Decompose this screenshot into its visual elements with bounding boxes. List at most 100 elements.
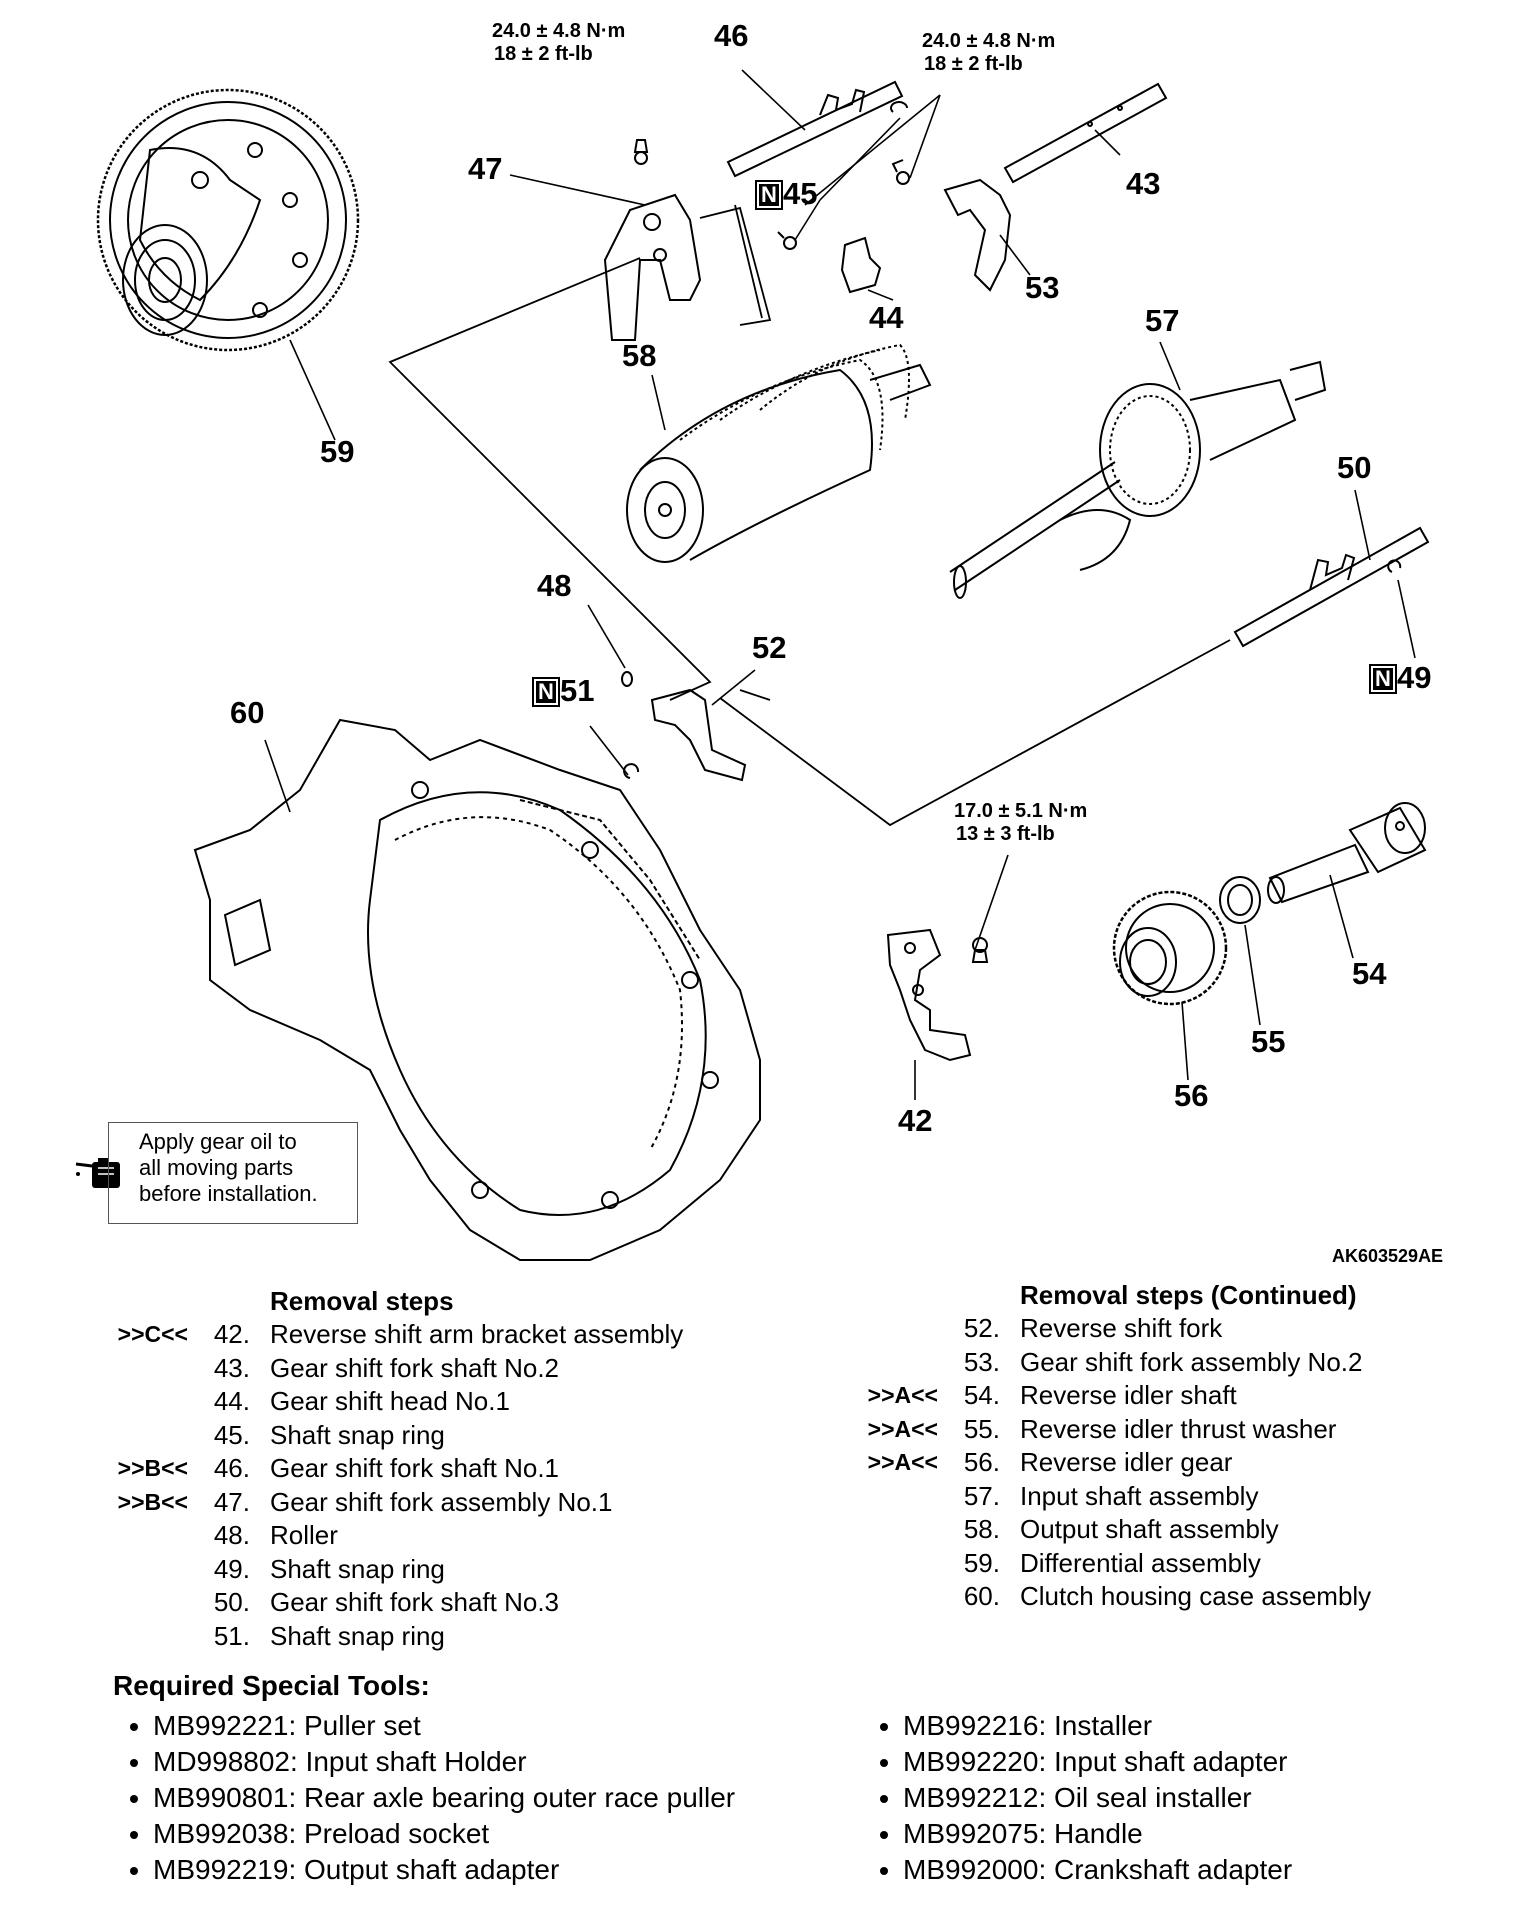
callout-42: 42 — [898, 1103, 933, 1138]
step-condition-mark: >>B<< — [117, 1455, 188, 1481]
step-number: 57. — [963, 1480, 1000, 1511]
removal-step-row: 43. Gear shift fork shaft No.2 — [100, 1352, 740, 1386]
removal-step-row: >>B<< 47. Gear shift fork assembly No.1 — [100, 1486, 740, 1520]
special-tool-item: MB992221 Puller set — [125, 1708, 735, 1744]
step-label: Reverse shift fork — [1020, 1313, 1223, 1343]
step-condition-mark: >>B<< — [117, 1488, 188, 1515]
reverse-shift-arm-bracket-part — [886, 928, 972, 1062]
tool-part-number: MD998802 — [153, 1746, 298, 1777]
step-number: 56. — [963, 1447, 1000, 1477]
step-number: 55. — [963, 1413, 1000, 1444]
special-tool-item: MB992038 Preload socket — [125, 1816, 735, 1852]
tool-name: Crankshaft adapter — [1054, 1854, 1293, 1885]
step-label: Roller — [270, 1520, 338, 1550]
special-tool-item: MB992212 Oil seal installer — [875, 1780, 1292, 1816]
special-tool-item: MD998802 Input shaft Holder — [125, 1744, 735, 1780]
step-condition-mark: >>A<< — [867, 1449, 938, 1475]
step-number: 45. — [213, 1419, 250, 1450]
step-label: Gear shift fork assembly No.1 — [270, 1486, 613, 1517]
tool-name: Input shaft Holder — [305, 1746, 527, 1777]
tool-name: Handle — [1054, 1818, 1143, 1849]
removal-step-row: >>C<<42.Reverse shift arm bracket assemb… — [100, 1318, 740, 1352]
gear-shift-fork-shaft-no3-part — [1233, 526, 1430, 648]
new-part-mark: N — [755, 180, 783, 210]
removal-step-row: 51.Shaft snap ring — [100, 1620, 740, 1654]
removal-step-row: 53.Gear shift fork assembly No.2 — [850, 1346, 1470, 1380]
step-number: 59. — [963, 1547, 1000, 1578]
step-label: Shaft snap ring — [270, 1553, 445, 1584]
step-label: Shaft snap ring — [270, 1419, 445, 1450]
tool-name: Oil seal installer — [1054, 1782, 1252, 1813]
tool-name: Output shaft adapter — [304, 1854, 560, 1885]
step-number: 58. — [963, 1514, 1000, 1544]
new-part-mark: N — [1369, 664, 1397, 694]
tool-name: Input shaft adapter — [1054, 1746, 1288, 1777]
removal-step-row: >>A<<54.Reverse idler shaft — [850, 1379, 1470, 1413]
removal-step-row: 59. Differential assembly — [850, 1547, 1470, 1581]
tool-part-number: MB992212 — [903, 1782, 1046, 1813]
step-label: Differential assembly — [1020, 1547, 1261, 1578]
removal-step-row: 44. Gear shift head No.1 — [100, 1385, 740, 1419]
step-label: Input shaft assembly — [1020, 1480, 1259, 1511]
snap-ring-51-part — [623, 763, 640, 779]
step-number: 49. — [213, 1553, 250, 1584]
step-label: Gear shift fork shaft No.1 — [270, 1453, 560, 1483]
tool-name: Installer — [1054, 1710, 1153, 1741]
step-label: Gear shift fork shaft No.2 — [270, 1352, 560, 1383]
removal-step-row: 60.Clutch housing case assembly — [850, 1580, 1470, 1614]
callout-50: 50 — [1337, 450, 1372, 485]
special-tool-item: MB992220 Input shaft adapter — [875, 1744, 1292, 1780]
tool-name: Puller set — [304, 1710, 421, 1741]
special-tool-item: MB992000 Crankshaft adapter — [875, 1852, 1292, 1888]
special-tool-item: MB992216 Installer — [875, 1708, 1292, 1744]
removal-step-row: 45. Shaft snap ring — [100, 1419, 740, 1453]
callout-43: 43 — [1126, 166, 1161, 201]
step-number: 44. — [213, 1386, 250, 1416]
step-label: Gear shift fork shaft No.3 — [270, 1587, 560, 1617]
step-number: 50. — [213, 1587, 250, 1617]
removal-steps-continued-title: Removal steps (Continued) — [1020, 1280, 1357, 1310]
removal-step-row: >>A<<56.Reverse idler gear — [850, 1446, 1470, 1480]
step-number: 53. — [963, 1346, 1000, 1377]
oil-can-icon — [75, 1158, 120, 1188]
tool-name: Rear axle bearing outer race puller — [304, 1782, 736, 1813]
step-number: 52. — [963, 1313, 1000, 1343]
step-label: Output shaft assembly — [1020, 1514, 1279, 1544]
callout-46: 46 — [714, 18, 749, 53]
output-shaft-assembly-part — [626, 343, 932, 563]
reverse-idler-shaft-part — [1267, 802, 1427, 904]
step-number: 54. — [963, 1380, 1000, 1410]
gear-shift-fork-shaft-no2-part — [1003, 82, 1168, 184]
tool-part-number: MB992220 — [903, 1746, 1046, 1777]
removal-step-row: >>B<<46.Gear shift fork shaft No.1 — [100, 1452, 740, 1486]
gear-shift-fork-no1-part — [603, 193, 702, 341]
step-condition-mark: >>C<< — [117, 1321, 188, 1347]
tool-part-number: MB992219 — [153, 1854, 296, 1885]
clutch-housing-case-part — [193, 718, 761, 1261]
step-number: 48. — [213, 1520, 250, 1550]
step-number: 47. — [213, 1486, 250, 1517]
removal-steps-continued-list: Removal steps (Continued) 52. Reverse shi… — [850, 1278, 1470, 1614]
callout-58: 58 — [622, 338, 657, 373]
callout-47: 47 — [468, 151, 503, 186]
tool-part-number: MB992000 — [903, 1854, 1046, 1885]
input-shaft-assembly-part — [949, 360, 1327, 599]
step-label: Reverse idler shaft — [1020, 1380, 1237, 1410]
step-condition-mark: >>A<< — [867, 1415, 938, 1442]
removal-step-row: 57. Input shaft assembly — [850, 1480, 1470, 1514]
step-label: Clutch housing case assembly — [1020, 1581, 1372, 1611]
special-tool-item: MB992219 Output shaft adapter — [125, 1852, 735, 1888]
removal-step-row: 52. Reverse shift fork — [850, 1312, 1470, 1346]
removal-step-row: 48. Roller — [100, 1519, 740, 1553]
step-label: Reverse idler thrust washer — [1020, 1413, 1337, 1444]
special-tool-item: MB992075 Handle — [875, 1816, 1292, 1852]
step-number: 43. — [213, 1352, 250, 1383]
step-label: Gear shift head No.1 — [270, 1386, 510, 1416]
callout-53: 53 — [1025, 270, 1060, 305]
